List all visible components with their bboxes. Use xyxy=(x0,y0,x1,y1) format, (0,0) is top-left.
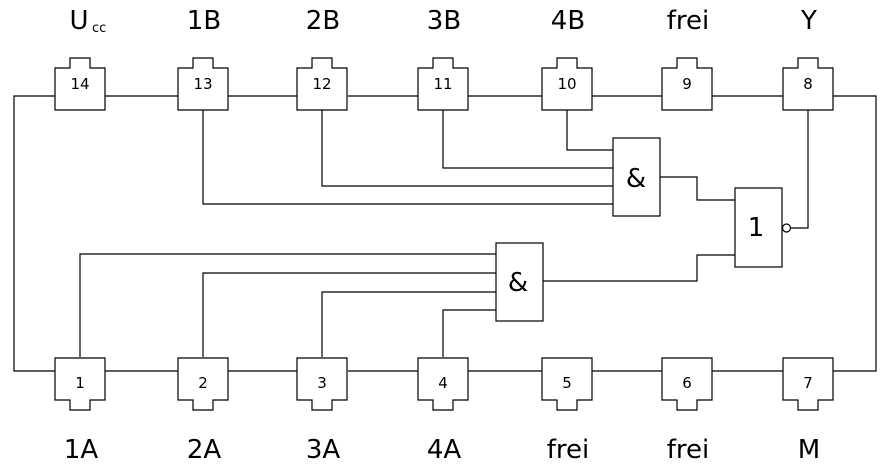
pin-8: 8Y xyxy=(782,6,834,111)
pin-number: 1 xyxy=(75,374,85,392)
pin-13: 13 1B xyxy=(177,6,229,111)
pin-number: 2 xyxy=(198,374,208,392)
pin-8-shape xyxy=(782,57,834,111)
pin-number: 9 xyxy=(682,75,692,93)
wire-pin13-and-upper xyxy=(202,110,613,205)
pin-number: 14 xyxy=(70,75,89,93)
pin-3: 3 3A xyxy=(296,357,348,465)
pin-label: 4A xyxy=(427,435,462,465)
pin-4-shape xyxy=(417,357,469,411)
wire-pin1-and-lower xyxy=(79,253,496,357)
pin-5: 5 frei xyxy=(541,357,593,465)
nor-gate-inverter-bubble xyxy=(781,223,792,233)
pin-6: 6 frei xyxy=(661,357,713,465)
package-outline xyxy=(13,95,877,372)
pin-label: 4B xyxy=(551,6,585,36)
pin-7-shape xyxy=(782,357,834,411)
and-gate-upper-symbol: & xyxy=(626,164,646,194)
wire-and-upper-nor xyxy=(660,176,735,201)
pin-label: 1A xyxy=(64,435,99,465)
pin-number: 12 xyxy=(312,75,331,93)
wire-pin2-and-lower xyxy=(202,272,496,357)
pin-label: M xyxy=(798,435,820,465)
wire-pin10-and-upper xyxy=(566,110,613,151)
pin-12: 12 2B xyxy=(296,6,348,111)
pin-label: 2B xyxy=(306,6,340,36)
and-gate-lower: & xyxy=(495,242,544,322)
pin-label: Y xyxy=(800,6,817,36)
pin-7: 7M xyxy=(782,357,834,465)
pin-label: 3B xyxy=(427,6,461,36)
wire-pin12-and-upper xyxy=(321,110,613,187)
pin-5-shape xyxy=(541,357,593,411)
pin-9-shape xyxy=(661,57,713,111)
and-gate-upper: & xyxy=(612,137,661,217)
nor-gate: 1 xyxy=(734,187,792,268)
pin-number: 5 xyxy=(562,374,572,392)
pin-1: 1 1A xyxy=(54,357,106,465)
outline-left xyxy=(13,95,55,372)
pin-number: 4 xyxy=(438,374,448,392)
pin-1-shape xyxy=(54,357,106,411)
pin-3-shape xyxy=(296,357,348,411)
pin-label: frei xyxy=(667,6,710,36)
pin-13-shape xyxy=(177,57,229,111)
outline-right xyxy=(833,95,877,372)
pin-label: U xyxy=(69,6,88,36)
pin-number: 8 xyxy=(803,75,813,93)
pin-9: 9 frei xyxy=(661,6,713,111)
pin-number: 6 xyxy=(682,374,692,392)
pin-label: 1B xyxy=(187,6,221,36)
pin-6-shape xyxy=(661,357,713,411)
pin-label: 2A xyxy=(187,435,222,465)
wire-pin11-and-upper xyxy=(442,110,613,169)
pin-2-shape xyxy=(177,357,229,411)
pin-number: 7 xyxy=(803,374,813,392)
and-gate-lower-body xyxy=(495,242,544,322)
nor-gate-body xyxy=(734,187,783,268)
wire-pin4-and-lower xyxy=(442,309,496,357)
internal-wiring xyxy=(79,110,809,357)
and-gate-lower-symbol: & xyxy=(508,268,528,298)
pin-11-shape xyxy=(417,57,469,111)
pin-14-shape xyxy=(54,57,106,111)
pin-10-shape xyxy=(541,57,593,111)
pin-label: frei xyxy=(667,435,710,465)
pin-2: 2 2A xyxy=(177,357,229,465)
pin-label: frei xyxy=(547,435,590,465)
wire-nor-pin8 xyxy=(791,110,809,229)
wire-pin3-and-lower xyxy=(321,291,496,357)
nor-gate-symbol: 1 xyxy=(748,213,765,243)
pin-number: 10 xyxy=(557,75,576,93)
pin-number: 3 xyxy=(317,374,327,392)
and-gate-upper-body xyxy=(612,137,661,217)
pin-11: 11 3B xyxy=(417,6,469,111)
pin-number: 13 xyxy=(193,75,212,93)
pin-4: 4 4A xyxy=(417,357,469,465)
wire-and-lower-nor xyxy=(543,254,735,282)
pin-12-shape xyxy=(296,57,348,111)
pin-label: 3A xyxy=(306,435,341,465)
pin-label-subscript: cc xyxy=(92,21,106,36)
pin-10: 10 4B xyxy=(541,6,593,111)
pin-number: 11 xyxy=(433,75,452,93)
